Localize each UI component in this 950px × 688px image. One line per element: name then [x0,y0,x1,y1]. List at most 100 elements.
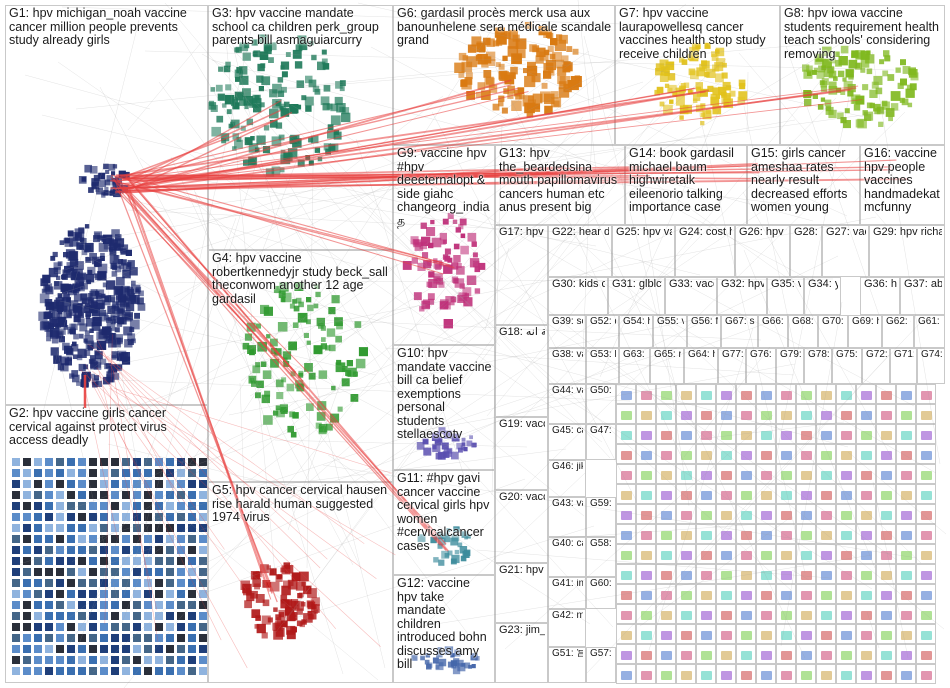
node [335,335,342,343]
node [436,650,443,658]
node [468,664,472,669]
node [78,656,86,664]
node [112,177,119,184]
group-node-cluster [881,611,892,620]
group-label-g40: G40: canc [552,539,583,549]
group-node-cluster [621,451,632,460]
group-node-cluster [621,391,632,400]
node [454,278,465,288]
node [106,374,115,383]
node [885,108,895,117]
group-label-g50: G50: vacc [590,386,613,396]
group-panel-g23: G23: jim_jord freelion7 lupash8 [495,623,548,683]
group-node-cluster [881,591,892,600]
group-panel-g35: G35: vaccin [767,277,804,315]
group-panel-g68: G68: cano [788,315,818,348]
node [288,581,294,586]
group-panel-small [656,484,676,504]
node [133,535,141,543]
group-panel-small [776,504,796,524]
node [188,590,196,598]
node [701,60,710,69]
group-panel-g69: G69: hpv [848,315,882,348]
group-panel-small [676,624,696,644]
node [78,667,86,675]
group-label-g56: G56: follo [691,317,718,327]
group-label-g54: G54: hpv [623,317,650,327]
node [89,535,97,543]
group-panel-g24: G24: cost hpv pls [675,225,735,277]
group-node-cluster [681,471,692,480]
group-node-cluster [761,491,772,500]
node [188,458,196,466]
node [133,623,141,631]
node [45,568,53,576]
node [304,96,314,106]
node [536,47,546,57]
node [57,363,65,371]
group-panel-small [716,504,736,524]
group-panel-g74: G74: lapi [917,348,945,384]
group-panel-small [736,584,756,604]
group-panel-small [856,424,876,444]
node [307,601,316,610]
node [452,219,458,224]
node [89,290,98,300]
node [12,557,20,565]
node [354,321,362,328]
group-label-g10: G10: hpv mandate vaccine bill ca belief … [397,346,492,441]
node [84,350,91,356]
node [34,590,42,598]
group-panel-small [696,524,716,544]
group-label-g58: G58: vacc [590,539,613,549]
node [455,227,461,233]
node [23,546,31,554]
node [503,88,509,94]
node [699,88,708,97]
group-panel-g12: G12: vaccine hpv take mandate children i… [393,575,495,683]
node [251,609,261,618]
node [155,491,163,499]
group-panel-small [916,424,936,444]
node [92,316,102,327]
node [12,480,20,488]
node [67,612,75,620]
node [102,235,107,240]
node [545,32,552,38]
node [133,502,141,510]
node [89,656,97,664]
group-panel-small [676,664,696,684]
node [45,612,53,620]
node [67,513,75,521]
node [67,590,75,598]
node [56,458,64,466]
group-node-cluster [841,571,852,580]
node [85,318,95,327]
group-node-cluster [741,431,752,440]
group-panel-g61: G61: hpv [914,315,945,348]
node [98,172,106,180]
node [199,491,207,499]
group-panel-g77: G77: rea [718,348,746,384]
node [433,260,443,269]
node [188,612,196,620]
group-panel-small [716,624,736,644]
node [813,67,819,72]
node [451,451,459,460]
node [85,273,95,283]
node [706,68,716,78]
node [89,355,96,361]
group-panel-small [656,384,676,404]
node [85,311,91,317]
node [119,244,129,253]
node [84,242,94,253]
node [166,645,174,653]
node [884,55,891,62]
node [464,535,468,540]
group-node-cluster [761,511,772,520]
node [122,458,130,466]
group-panel-small [836,444,856,464]
group-node-cluster [701,551,712,560]
node [554,39,566,51]
group-panel-small [836,564,856,584]
